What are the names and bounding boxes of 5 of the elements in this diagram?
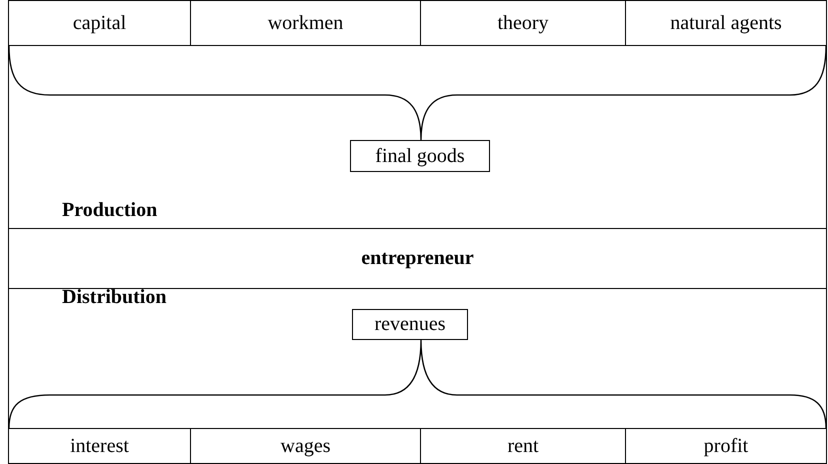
section-heading: Production bbox=[62, 199, 158, 222]
output-box: final goods bbox=[350, 140, 490, 172]
entrepreneur-band: entrepreneur bbox=[8, 228, 827, 289]
section-heading: Distribution bbox=[62, 286, 166, 309]
revenue-box: revenues bbox=[352, 309, 468, 340]
